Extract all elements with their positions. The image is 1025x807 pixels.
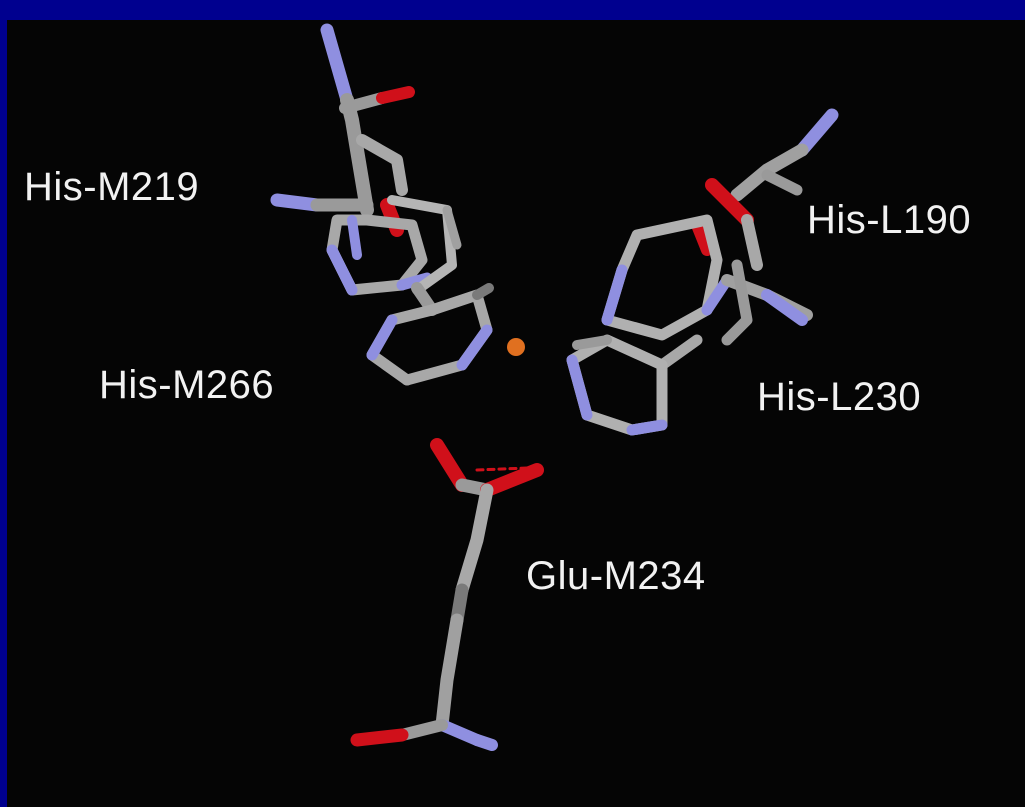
residue-his-m266 (366, 282, 494, 386)
residue-his-l230 (566, 334, 703, 436)
residue-glu-m234 (350, 438, 544, 751)
molecule-viewer: His-M219 His-L190 His-M266 His-L230 Glu-… (7, 20, 1025, 807)
iron-binding-site-structure (270, 23, 839, 751)
label-his-m219: His-M219 (24, 165, 200, 209)
label-his-l190: His-L190 (807, 198, 972, 242)
label-his-l230: His-L230 (757, 375, 922, 419)
iron-ion (507, 338, 525, 356)
label-his-m266: His-M266 (99, 363, 275, 407)
residue-his-m219 (270, 23, 462, 296)
label-glu-m234: Glu-M234 (526, 554, 706, 598)
residue-his-l190 (601, 108, 839, 346)
